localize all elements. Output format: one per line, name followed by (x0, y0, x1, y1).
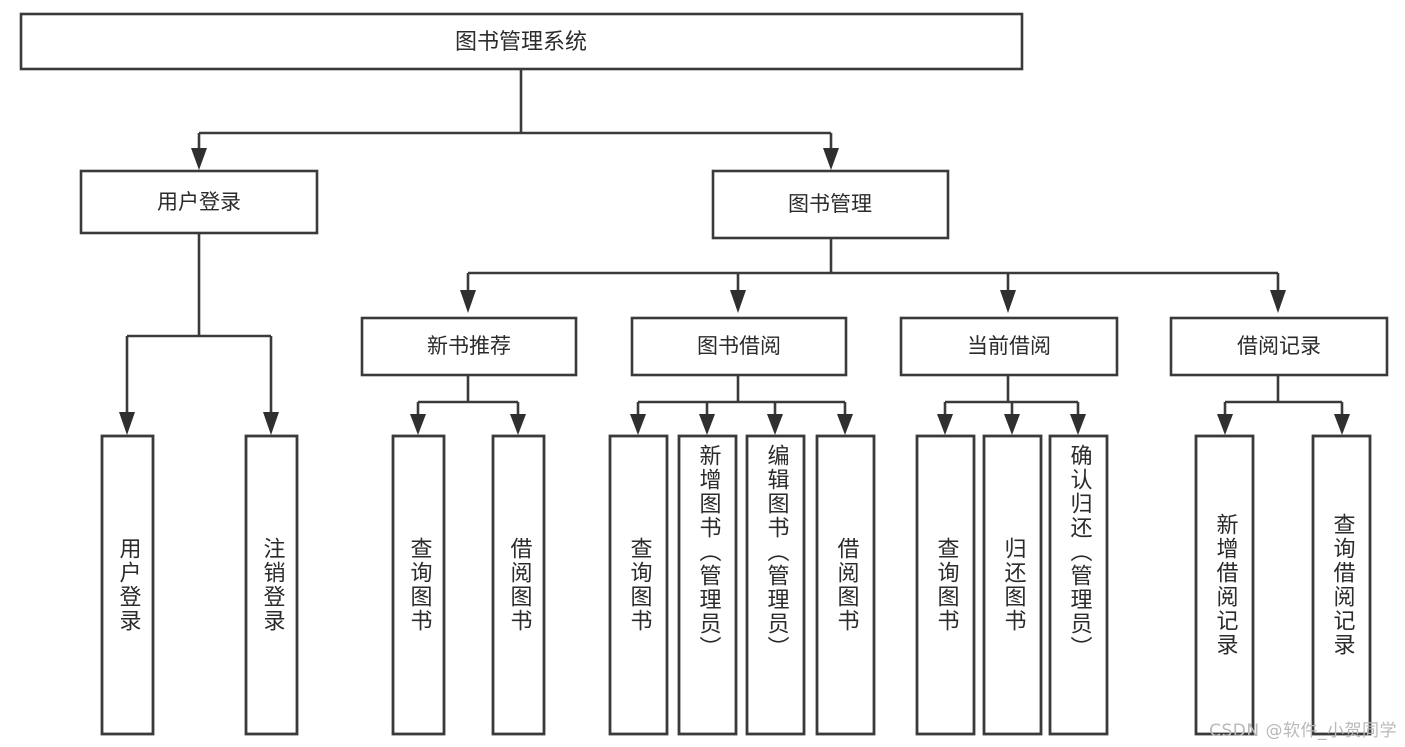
arrow-head-leaf-borrow-record-2 (1334, 414, 1350, 435)
node-book-manage-box[interactable] (711, 169, 950, 240)
leaf-box-book-borrow-2[interactable] (677, 434, 738, 736)
leaf-box-user-login-1[interactable] (100, 434, 155, 736)
arrow-head-leaf-current-borrow-3 (1070, 414, 1086, 435)
node-root-label: 图书管理系统 (455, 30, 587, 55)
leaf-box-book-borrow-3[interactable] (745, 434, 806, 736)
leaf-box-book-borrow-4[interactable] (815, 434, 876, 736)
node-new-book-label: 新书推荐 (427, 334, 511, 358)
connector-group-user-login (119, 233, 279, 435)
arrow-head-current-borrow (1000, 290, 1016, 313)
csdn-watermark: CSDN @软件_小贺同学 (1209, 721, 1397, 741)
node-book-borrow[interactable]: 图书借阅 (630, 316, 848, 377)
node-user-login-box[interactable] (79, 169, 319, 235)
arrow-head-leaf-book-borrow-1 (630, 414, 646, 435)
leaf-box-borrow-record-2[interactable] (1311, 434, 1372, 736)
arrow-head-leaf-user-login-1 (119, 412, 135, 435)
node-current-borrow[interactable]: 当前借阅 (899, 316, 1119, 377)
arrow-head-leaf-user-login-2 (263, 412, 279, 435)
node-user-login-label: 用户登录 (157, 190, 241, 214)
node-user-login[interactable]: 用户登录 (79, 169, 319, 235)
leaf-box-borrow-record-1[interactable] (1194, 434, 1255, 736)
leaf-group-borrow-record (1194, 434, 1372, 736)
arrow-head-leaf-current-borrow-2 (1004, 414, 1020, 435)
connector-group-new-book (410, 375, 526, 435)
node-root-box[interactable] (19, 12, 1024, 71)
arrow-head-new-book (460, 290, 476, 313)
node-root[interactable]: 图书管理系统 (19, 12, 1024, 71)
node-borrow-record-label: 借阅记录 (1237, 334, 1321, 358)
connector-group-borrow-record (1217, 375, 1350, 435)
leaf-group-book-borrow (608, 434, 876, 736)
node-book-borrow-label: 图书借阅 (697, 334, 781, 358)
connector-group-root (191, 69, 839, 170)
leaf-box-current-borrow-1[interactable] (915, 434, 976, 736)
arrow-head-leaf-book-borrow-4 (837, 414, 853, 435)
leaf-box-user-login-2[interactable] (244, 434, 299, 736)
leaf-group-current-borrow (915, 434, 1109, 736)
arrow-head-leaf-borrow-record-1 (1217, 414, 1233, 435)
arrow-head-leaf-book-borrow-3 (767, 414, 783, 435)
leaf-group-new-book (391, 434, 546, 736)
node-borrow-record-box[interactable] (1169, 316, 1389, 377)
arrow-head-leaf-book-borrow-2 (699, 414, 715, 435)
arrow-head-leaf-new-book-2 (510, 414, 526, 435)
leaf-box-current-borrow-3[interactable] (1048, 434, 1109, 736)
leaf-box-current-borrow-2[interactable] (982, 434, 1043, 736)
connector-group-current-borrow (937, 375, 1086, 435)
connector-group-book-manage (460, 238, 1286, 313)
arrow-head-leaf-current-borrow-1 (937, 414, 953, 435)
arrow-head-user-login (191, 148, 207, 170)
arrow-head-book-borrow (730, 290, 746, 313)
node-new-book-box[interactable] (360, 316, 578, 377)
leaf-box-new-book-2[interactable] (491, 434, 546, 736)
leaf-box-new-book-1[interactable] (391, 434, 446, 736)
node-current-borrow-box[interactable] (899, 316, 1119, 377)
node-book-borrow-box[interactable] (630, 316, 848, 377)
node-book-manage-label: 图书管理 (788, 192, 872, 216)
connector-group-book-borrow (630, 375, 853, 435)
node-borrow-record[interactable]: 借阅记录 (1169, 316, 1389, 377)
arrow-head-book-manage (823, 148, 839, 170)
node-book-manage[interactable]: 图书管理 (711, 169, 950, 240)
leaf-box-book-borrow-1[interactable] (608, 434, 669, 736)
leaf-group-user-login (100, 434, 299, 736)
node-current-borrow-label: 当前借阅 (967, 334, 1051, 358)
arrow-head-leaf-new-book-1 (410, 414, 426, 435)
node-new-book[interactable]: 新书推荐 (360, 316, 578, 377)
arrow-head-borrow-record (1270, 290, 1286, 313)
